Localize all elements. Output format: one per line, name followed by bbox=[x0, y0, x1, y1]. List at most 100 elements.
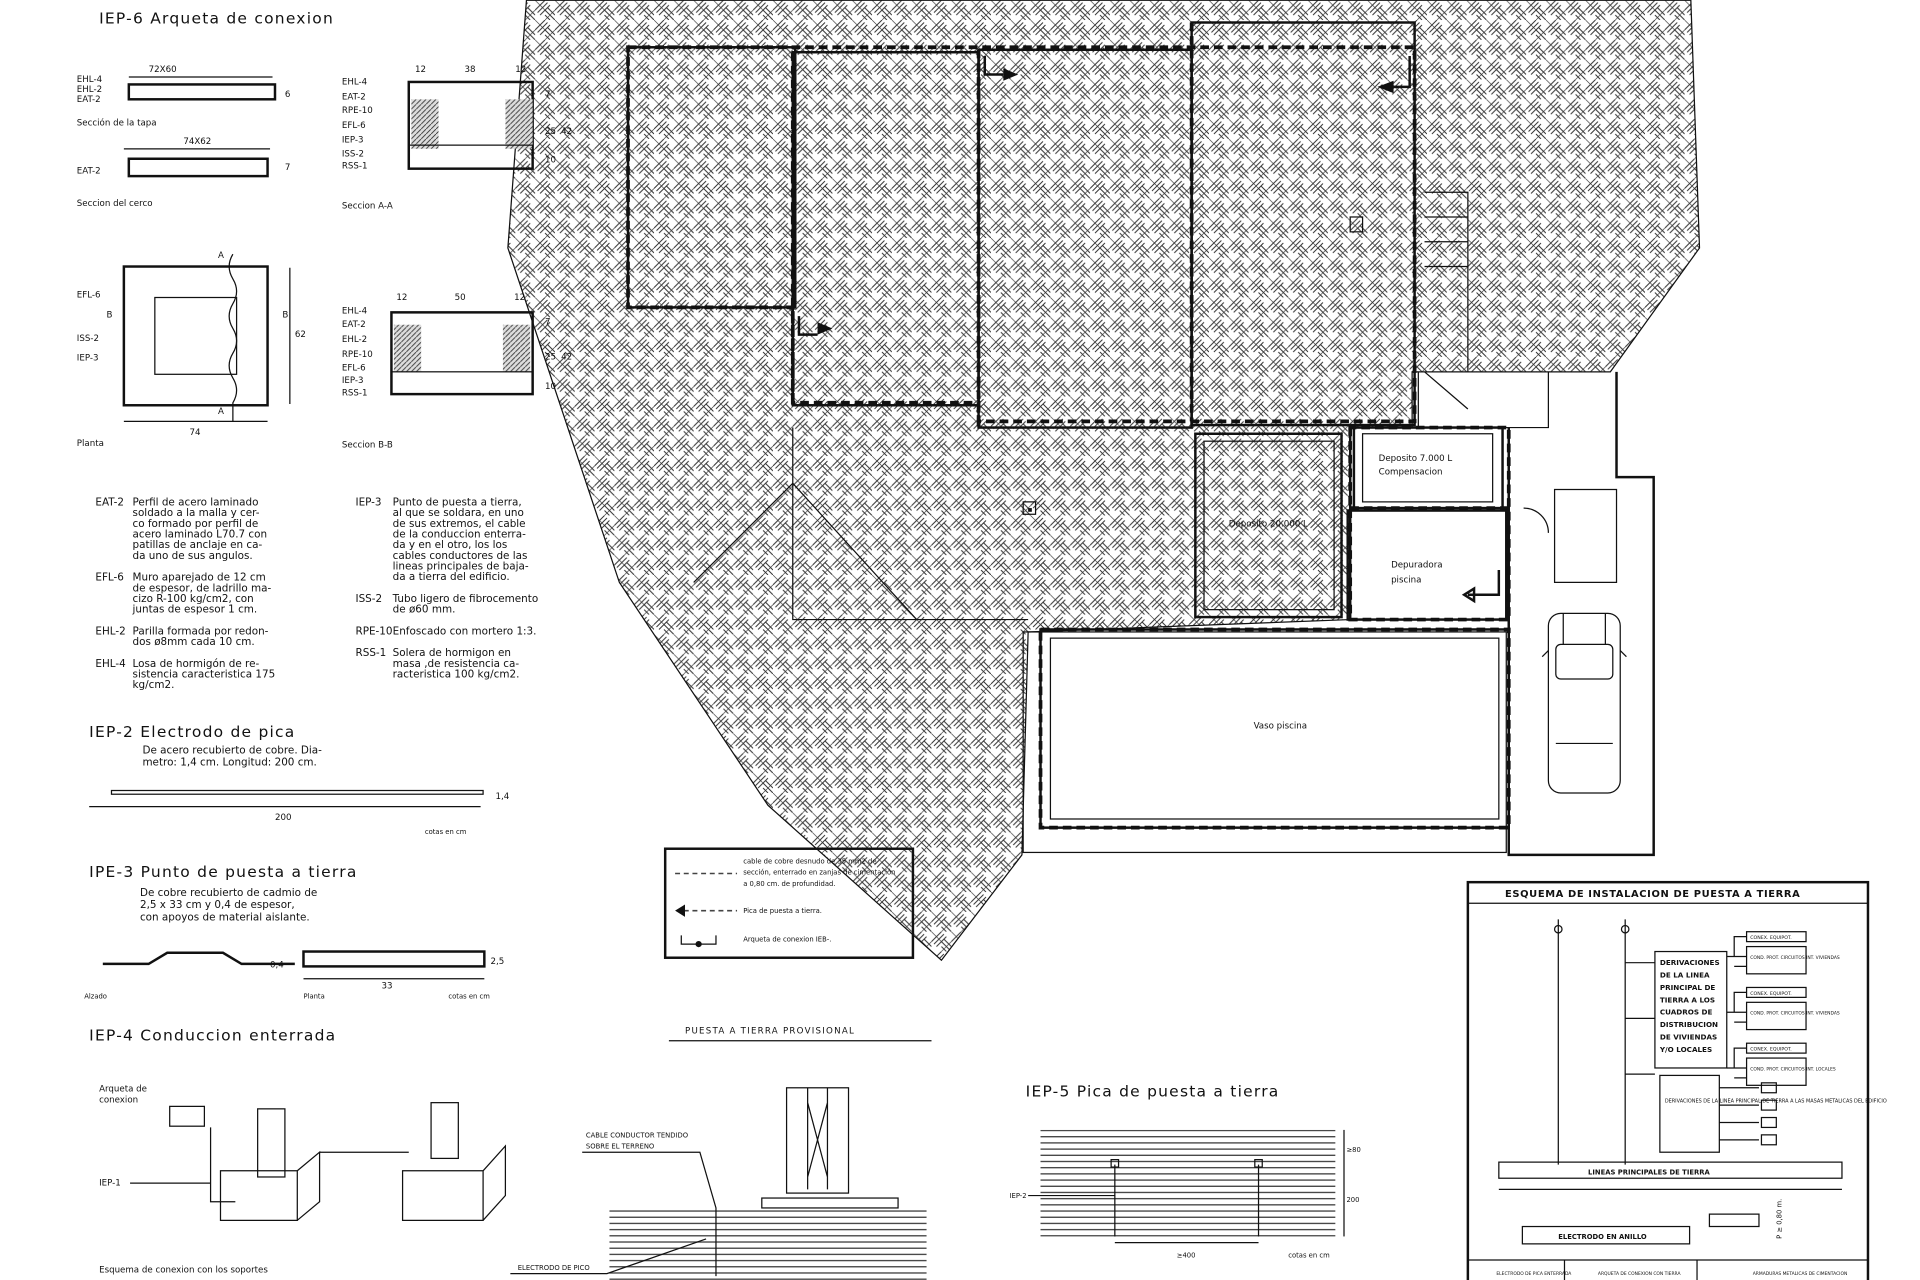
cut-b-right: B bbox=[282, 310, 288, 320]
bb-label: RSS-1 bbox=[342, 388, 368, 398]
note-line: soldado a la malla y cer- bbox=[133, 507, 260, 519]
note-line: de la conduccion enterra- bbox=[393, 529, 526, 541]
aa-dim-2: 38 bbox=[465, 65, 476, 75]
iep4-caption: Esquema de conexion con los soportes bbox=[99, 1265, 268, 1275]
ipe3-desc-2: 2,5 x 33 cm y 0,4 de espesor, bbox=[140, 899, 295, 911]
tapa-caption: Sección de la tapa bbox=[77, 117, 157, 128]
electrodo-anillo: ELECTRODO EN ANILLO bbox=[1558, 1233, 1647, 1241]
note-line: da uno de sus angulos. bbox=[133, 550, 253, 562]
note-line: Losa de hormigón de re- bbox=[133, 658, 260, 670]
note-line: dos ø8mm cada 10 cm. bbox=[133, 636, 255, 648]
deposito-7000-label: Deposito 7.000 L bbox=[1379, 454, 1453, 464]
note-code: EHL-2 bbox=[95, 625, 125, 637]
note-line: de sus extremos, el cable bbox=[393, 518, 526, 530]
masa-symbol-icon bbox=[1760, 1082, 1777, 1094]
bb-height: 42 bbox=[561, 352, 572, 362]
circuit-box-label: COND. PROT. CIRCUITOS INT. VIVIENDAS bbox=[1750, 955, 1840, 961]
note-line: acero laminado L70.7 con bbox=[133, 529, 268, 541]
circuit-box-label: COND. PROT. CIRCUITOS INT. LOCALES bbox=[1750, 1066, 1836, 1072]
circuit-box-label: COND. PROT. CIRCUITOS INT. VIVIENDAS bbox=[1750, 1011, 1840, 1017]
note-line: masa ,de resistencia ca- bbox=[393, 658, 520, 670]
note-line: de espesor, de ladrillo ma- bbox=[133, 582, 272, 594]
aa-label: IEP-3 bbox=[342, 136, 364, 146]
lineas-principales: LINEAS PRINCIPALES DE TIERRA bbox=[1588, 1169, 1710, 1177]
depuradora-sublabel: piscina bbox=[1391, 575, 1421, 585]
ipe3-punto-detail: IPE-3 Punto de puesta a tierra De cobre … bbox=[84, 863, 504, 1000]
bb-height: 10 bbox=[545, 382, 556, 392]
note-line: kg/cm2. bbox=[133, 679, 175, 691]
tapa-height: 6 bbox=[285, 90, 291, 100]
aa-height: 42 bbox=[561, 127, 572, 137]
iep2-electrodo-detail: IEP-2 Electrodo de pica De acero recubie… bbox=[89, 723, 510, 836]
note-line: Punto de puesta a tierra, bbox=[393, 497, 522, 509]
note-line: sistencia caracteristica 175 bbox=[133, 669, 276, 681]
grounding-schematic: ESQUEMA DE INSTALACION DE PUESTA A TIERR… bbox=[1466, 880, 1887, 1280]
note-line: Muro aparejado de 12 cm bbox=[133, 572, 266, 584]
note-line: Perfil de acero laminado bbox=[133, 497, 259, 509]
bb-caption: Seccion B-B bbox=[342, 440, 393, 450]
note-line: Parilla formada por redon- bbox=[133, 625, 269, 637]
iep4-title: IEP-4 Conduccion enterrada bbox=[89, 1027, 336, 1045]
iep2-diameter: 1,4 bbox=[495, 792, 509, 802]
aa-label: ISS-2 bbox=[342, 149, 364, 159]
provisional-title: PUESTA A TIERRA PROVISIONAL bbox=[685, 1026, 855, 1036]
planta-label: IEP-3 bbox=[77, 354, 99, 364]
note-line: racteristica 100 kg/cm2. bbox=[393, 669, 520, 681]
vaso-piscina-label: Vaso piscina bbox=[1254, 722, 1307, 732]
cerco-dim: 74X62 bbox=[183, 137, 211, 147]
iep6-title: IEP-6 Arqueta de conexion bbox=[99, 10, 334, 28]
aa-label: EAT-2 bbox=[342, 92, 366, 102]
legend-cable-line1: cable de cobre desnudo de 35 mm2 de bbox=[743, 858, 876, 866]
ipe3-desc-1: De cobre recubierto de cadmio de bbox=[140, 887, 317, 899]
masa-symbol-icon bbox=[1760, 1116, 1777, 1129]
pool: Vaso piscina bbox=[1022, 627, 1511, 854]
planta-label: EFL-6 bbox=[77, 290, 101, 300]
note-line: lineas principales de baja- bbox=[393, 561, 529, 573]
note-line: da a tierra del edificio. bbox=[393, 571, 510, 583]
cut-a-top: A bbox=[218, 251, 224, 261]
aa-height: 10 bbox=[545, 155, 556, 165]
deposits: Deposito 20.000 L Deposito 7.000 L Compe… bbox=[1194, 425, 1511, 622]
ipe3-planta: Planta bbox=[303, 993, 324, 1001]
provisional-electrodo: ELECTRODO DE PICO bbox=[518, 1264, 590, 1272]
provisional-cable-1: CABLE CONDUCTOR TENDIDO bbox=[586, 1131, 688, 1139]
deposito-7000-sublabel: Compensacion bbox=[1379, 468, 1443, 478]
ipe3-units: cotas en cm bbox=[448, 993, 490, 1001]
cerco-caption: Seccion del cerco bbox=[77, 199, 153, 209]
note-code: EAT-2 bbox=[95, 497, 124, 509]
iep5-depth-top: ≥80 bbox=[1346, 1146, 1360, 1154]
iep4-arqueta-1: Arqueta de bbox=[99, 1085, 147, 1095]
depuradora-label: Depuradora bbox=[1391, 561, 1443, 571]
bb-label: EAT-2 bbox=[342, 320, 366, 330]
schematic-right-boxes: CONEX. EQUIPOT. COND. PROT. CIRCUITOS INT… bbox=[1625, 931, 1840, 1146]
note-line: juntas de espesor 1 cm. bbox=[132, 604, 258, 616]
cut-b-left: B bbox=[107, 310, 113, 320]
iep2-title: IEP-2 Electrodo de pica bbox=[89, 723, 295, 741]
legend-pica: Pica de puesta a tierra. bbox=[743, 907, 822, 915]
iep5-units: cotas en cm bbox=[1288, 1251, 1330, 1259]
planta-height: 62 bbox=[295, 330, 306, 340]
masa-symbol-icon bbox=[1760, 1099, 1777, 1111]
equipot-box-label: CONEX. EQUIPOT. bbox=[1750, 1047, 1791, 1053]
esquema-legend-3: ARMADURAS METALICAS DE CIMENTACION bbox=[1753, 1271, 1848, 1277]
note-line: cables conductores de las bbox=[393, 550, 528, 562]
tapa-label-ehl4: EHL-4 bbox=[77, 75, 103, 85]
aa-height: 25 bbox=[545, 127, 556, 137]
aa-label: EHL-4 bbox=[342, 77, 368, 87]
aa-dim-1: 12 bbox=[415, 65, 426, 75]
bb-label: IEP-3 bbox=[342, 376, 364, 386]
cerco-height: 7 bbox=[285, 163, 291, 173]
planta-width: 74 bbox=[190, 428, 202, 438]
house-rooms bbox=[626, 21, 1417, 621]
cut-a-bottom: A bbox=[218, 407, 224, 417]
aa-height: 7 bbox=[545, 90, 551, 100]
note-line: Enfoscado con mortero 1:3. bbox=[393, 625, 537, 637]
aa-label: RPE-10 bbox=[342, 106, 373, 116]
aa-dim-3: 12 bbox=[515, 65, 526, 75]
iep5-spacing: ≥400 bbox=[1177, 1251, 1196, 1259]
tapa-label-ehl2: EHL-2 bbox=[77, 85, 102, 95]
site-plan: Deposito 20.000 L Deposito 7.000 L Compe… bbox=[507, 0, 1701, 962]
note-line: Tubo ligero de fibrocemento bbox=[392, 593, 539, 605]
tapa-dim: 72X60 bbox=[149, 65, 177, 75]
